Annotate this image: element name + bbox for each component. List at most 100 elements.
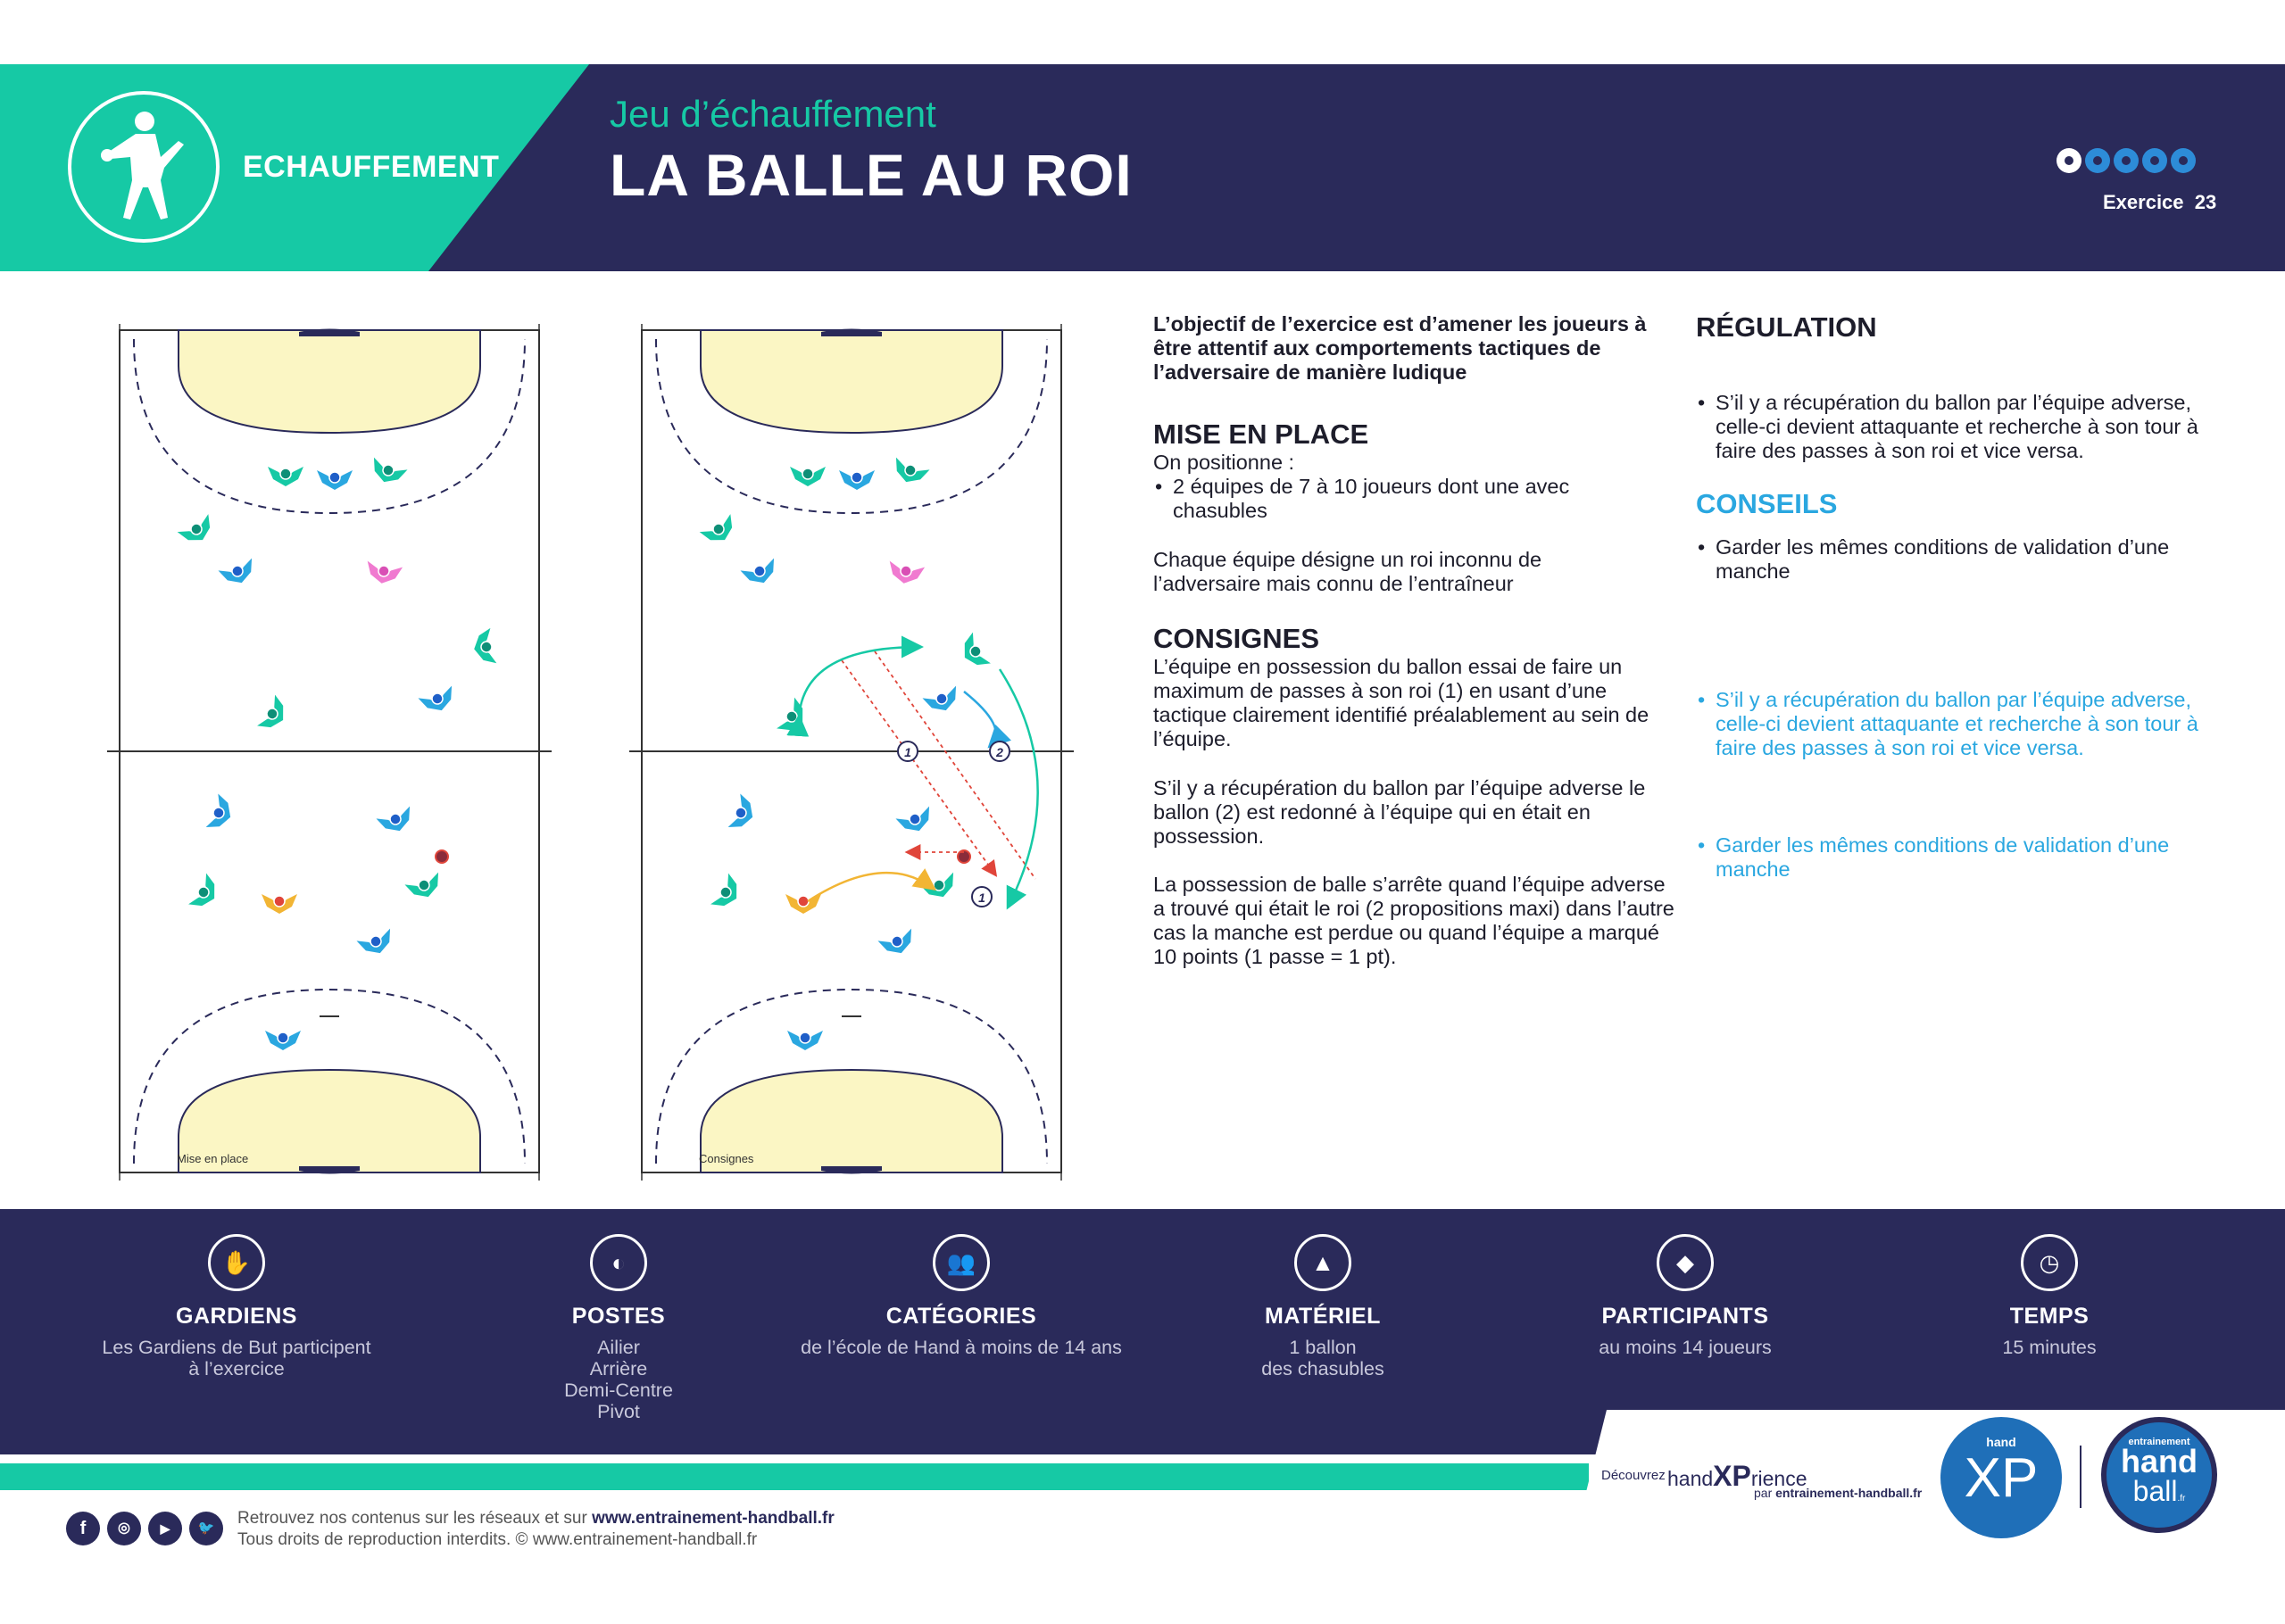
promo-discover: Découvrez (1601, 1468, 1666, 1483)
objective-text: L’objectif de l’exercice est d’amener le… (1153, 312, 1647, 384)
pass-label-text-3: 1 (978, 891, 985, 905)
footer-item-title: PARTICIPANTS (1601, 1304, 1769, 1329)
player-marker (877, 928, 912, 954)
players-layer (177, 457, 991, 1050)
court-diagrams: Mise en place Consignes 1 2 1 (107, 323, 1075, 1181)
footer-item-line: Les Gardiens de But participent (102, 1337, 371, 1358)
player-marker (376, 806, 411, 832)
promo-brand-rience: rience (1750, 1467, 1807, 1490)
footer-item-value: de l’école de Hand à moins de 14 ans (783, 1337, 1140, 1358)
handxp-logo-big: XP (1964, 1447, 2039, 1509)
website-link[interactable]: www.entrainement-handball.fr (592, 1509, 835, 1528)
player-marker (205, 793, 231, 828)
regulation-bullet-2: Garder les mêmes conditions de validatio… (1696, 535, 2233, 584)
footer-item-value: 15 minutes (1871, 1337, 2228, 1358)
instructions-p3: La possession de balle s’arrête quand l’… (1153, 873, 1674, 968)
regulation-bullet-1: S’il y a récupération du ballon par l’éq… (1696, 391, 2233, 463)
player-marker (895, 457, 930, 483)
ball-icon-empty (2171, 148, 2196, 173)
exercise-label: Exercice (2103, 191, 2184, 213)
action-arrows (786, 635, 1039, 910)
player-marker (373, 457, 408, 483)
ball-icon-empty (2142, 148, 2167, 173)
promo-brand-hand: hand (1667, 1467, 1714, 1490)
ball-icon-empty (2085, 148, 2110, 173)
category-label: ECHAUFFEMENT (243, 150, 500, 184)
advice-bullet-text: Garder les mêmes conditions de validatio… (1716, 833, 2170, 881)
instructions-p2: S’il y a récupération du ballon par l’éq… (1153, 776, 1646, 848)
eh-logo-mid: hand (2121, 1443, 2198, 1479)
promo-by-link[interactable]: entrainement-handball.fr (1775, 1486, 1923, 1500)
facebook-icon[interactable]: f (66, 1512, 100, 1545)
instagram-icon[interactable]: ◎ (107, 1512, 141, 1545)
player-marker (727, 793, 753, 828)
promo-by-label: par (1754, 1486, 1773, 1500)
player-marker (790, 467, 826, 486)
instructions-title: CONSIGNES (1153, 623, 1320, 654)
exercise-number: Exercice 23 (2103, 191, 2216, 214)
footer-item-title: CATÉGORIES (885, 1304, 1037, 1329)
player-marker (710, 873, 737, 907)
court-positions-icon: ◐ (590, 1234, 647, 1291)
pass-label-text-2: 2 (995, 745, 1003, 759)
player-marker (188, 873, 215, 907)
logo-divider (2080, 1446, 2081, 1508)
player-marker (356, 928, 391, 954)
exercise-value: 23 (2194, 191, 2217, 213)
footer-item-line: au moins 14 joueurs (1599, 1337, 1772, 1358)
player-marker (889, 560, 926, 584)
footer-item-title: TEMPS (2009, 1304, 2090, 1329)
promo-brand[interactable]: handXPrience (1667, 1460, 1807, 1493)
regulation-bullet-text: Garder les mêmes conditions de validatio… (1716, 535, 2170, 583)
eh-logo-suffix: .fr (2177, 1494, 2186, 1504)
player-marker (218, 558, 253, 584)
advice-bullet-1: S’il y a récupération du ballon par l’éq… (1696, 688, 2233, 760)
instructions-p1: L’équipe en possession du ballon essai d… (1153, 655, 1649, 750)
eh-logo-bot: ball (2132, 1475, 2178, 1507)
handxp-logo[interactable]: hand XP (1940, 1417, 2062, 1538)
footer-item-line: Demi-Centre (564, 1380, 673, 1401)
setup-text: Chaque équipe désigne un roi inconnu de … (1153, 548, 1542, 595)
setup-intro: On positionne : (1153, 451, 1295, 474)
player-marker (740, 558, 775, 584)
player-marker (839, 470, 875, 490)
setup-bullet-text: 2 équipes de 7 à 10 joueurs dont une ave… (1173, 475, 1570, 522)
footer-item-value: au moins 14 joueurs (1507, 1337, 1864, 1358)
player-marker (699, 514, 733, 541)
twitter-icon[interactable]: 🐦 (189, 1512, 223, 1545)
court-left (107, 323, 553, 1181)
footer-item-line: Ailier (597, 1337, 640, 1358)
player-marker (265, 1031, 301, 1050)
pass-label-3: 1 (971, 886, 993, 907)
footer-item-line: Arrière (589, 1358, 648, 1380)
youtube-icon[interactable]: ▶ (148, 1512, 182, 1545)
entrainement-handball-logo[interactable]: entrainement hand ball.fr (2101, 1417, 2217, 1533)
footer-item-title: MATÉRIEL (1265, 1304, 1381, 1329)
advice-title: CONSEILS (1696, 488, 1838, 519)
cone-icon: ▲ (1294, 1234, 1351, 1291)
player-marker (418, 685, 453, 711)
regulation-title: RÉGULATION (1696, 311, 1877, 343)
pass-label-1: 1 (897, 741, 918, 762)
handxp-logo-small: hand (1986, 1435, 2016, 1449)
copyright-text: Tous droits de reproduction interdits. ©… (237, 1530, 758, 1549)
social-text: Retrouvez nos contenus sur les réseaux e… (237, 1509, 587, 1528)
player-marker (404, 872, 439, 898)
player-marker (964, 632, 991, 666)
social-line: Retrouvez nos contenus sur les réseaux e… (237, 1509, 835, 1529)
player-marker (922, 685, 957, 711)
pass-label-2: 2 (989, 741, 1010, 762)
goalkeeper-icon: ✋ (208, 1234, 265, 1291)
ball-icon (957, 849, 971, 864)
player-icon (68, 91, 220, 243)
pass-label-text-1: 1 (904, 745, 911, 759)
promo-brand-xp: XP (1713, 1460, 1751, 1492)
player-marker (367, 560, 403, 584)
player-marker (268, 467, 303, 486)
right-diagram-caption: Consignes (699, 1152, 754, 1165)
player-marker (787, 1031, 823, 1050)
